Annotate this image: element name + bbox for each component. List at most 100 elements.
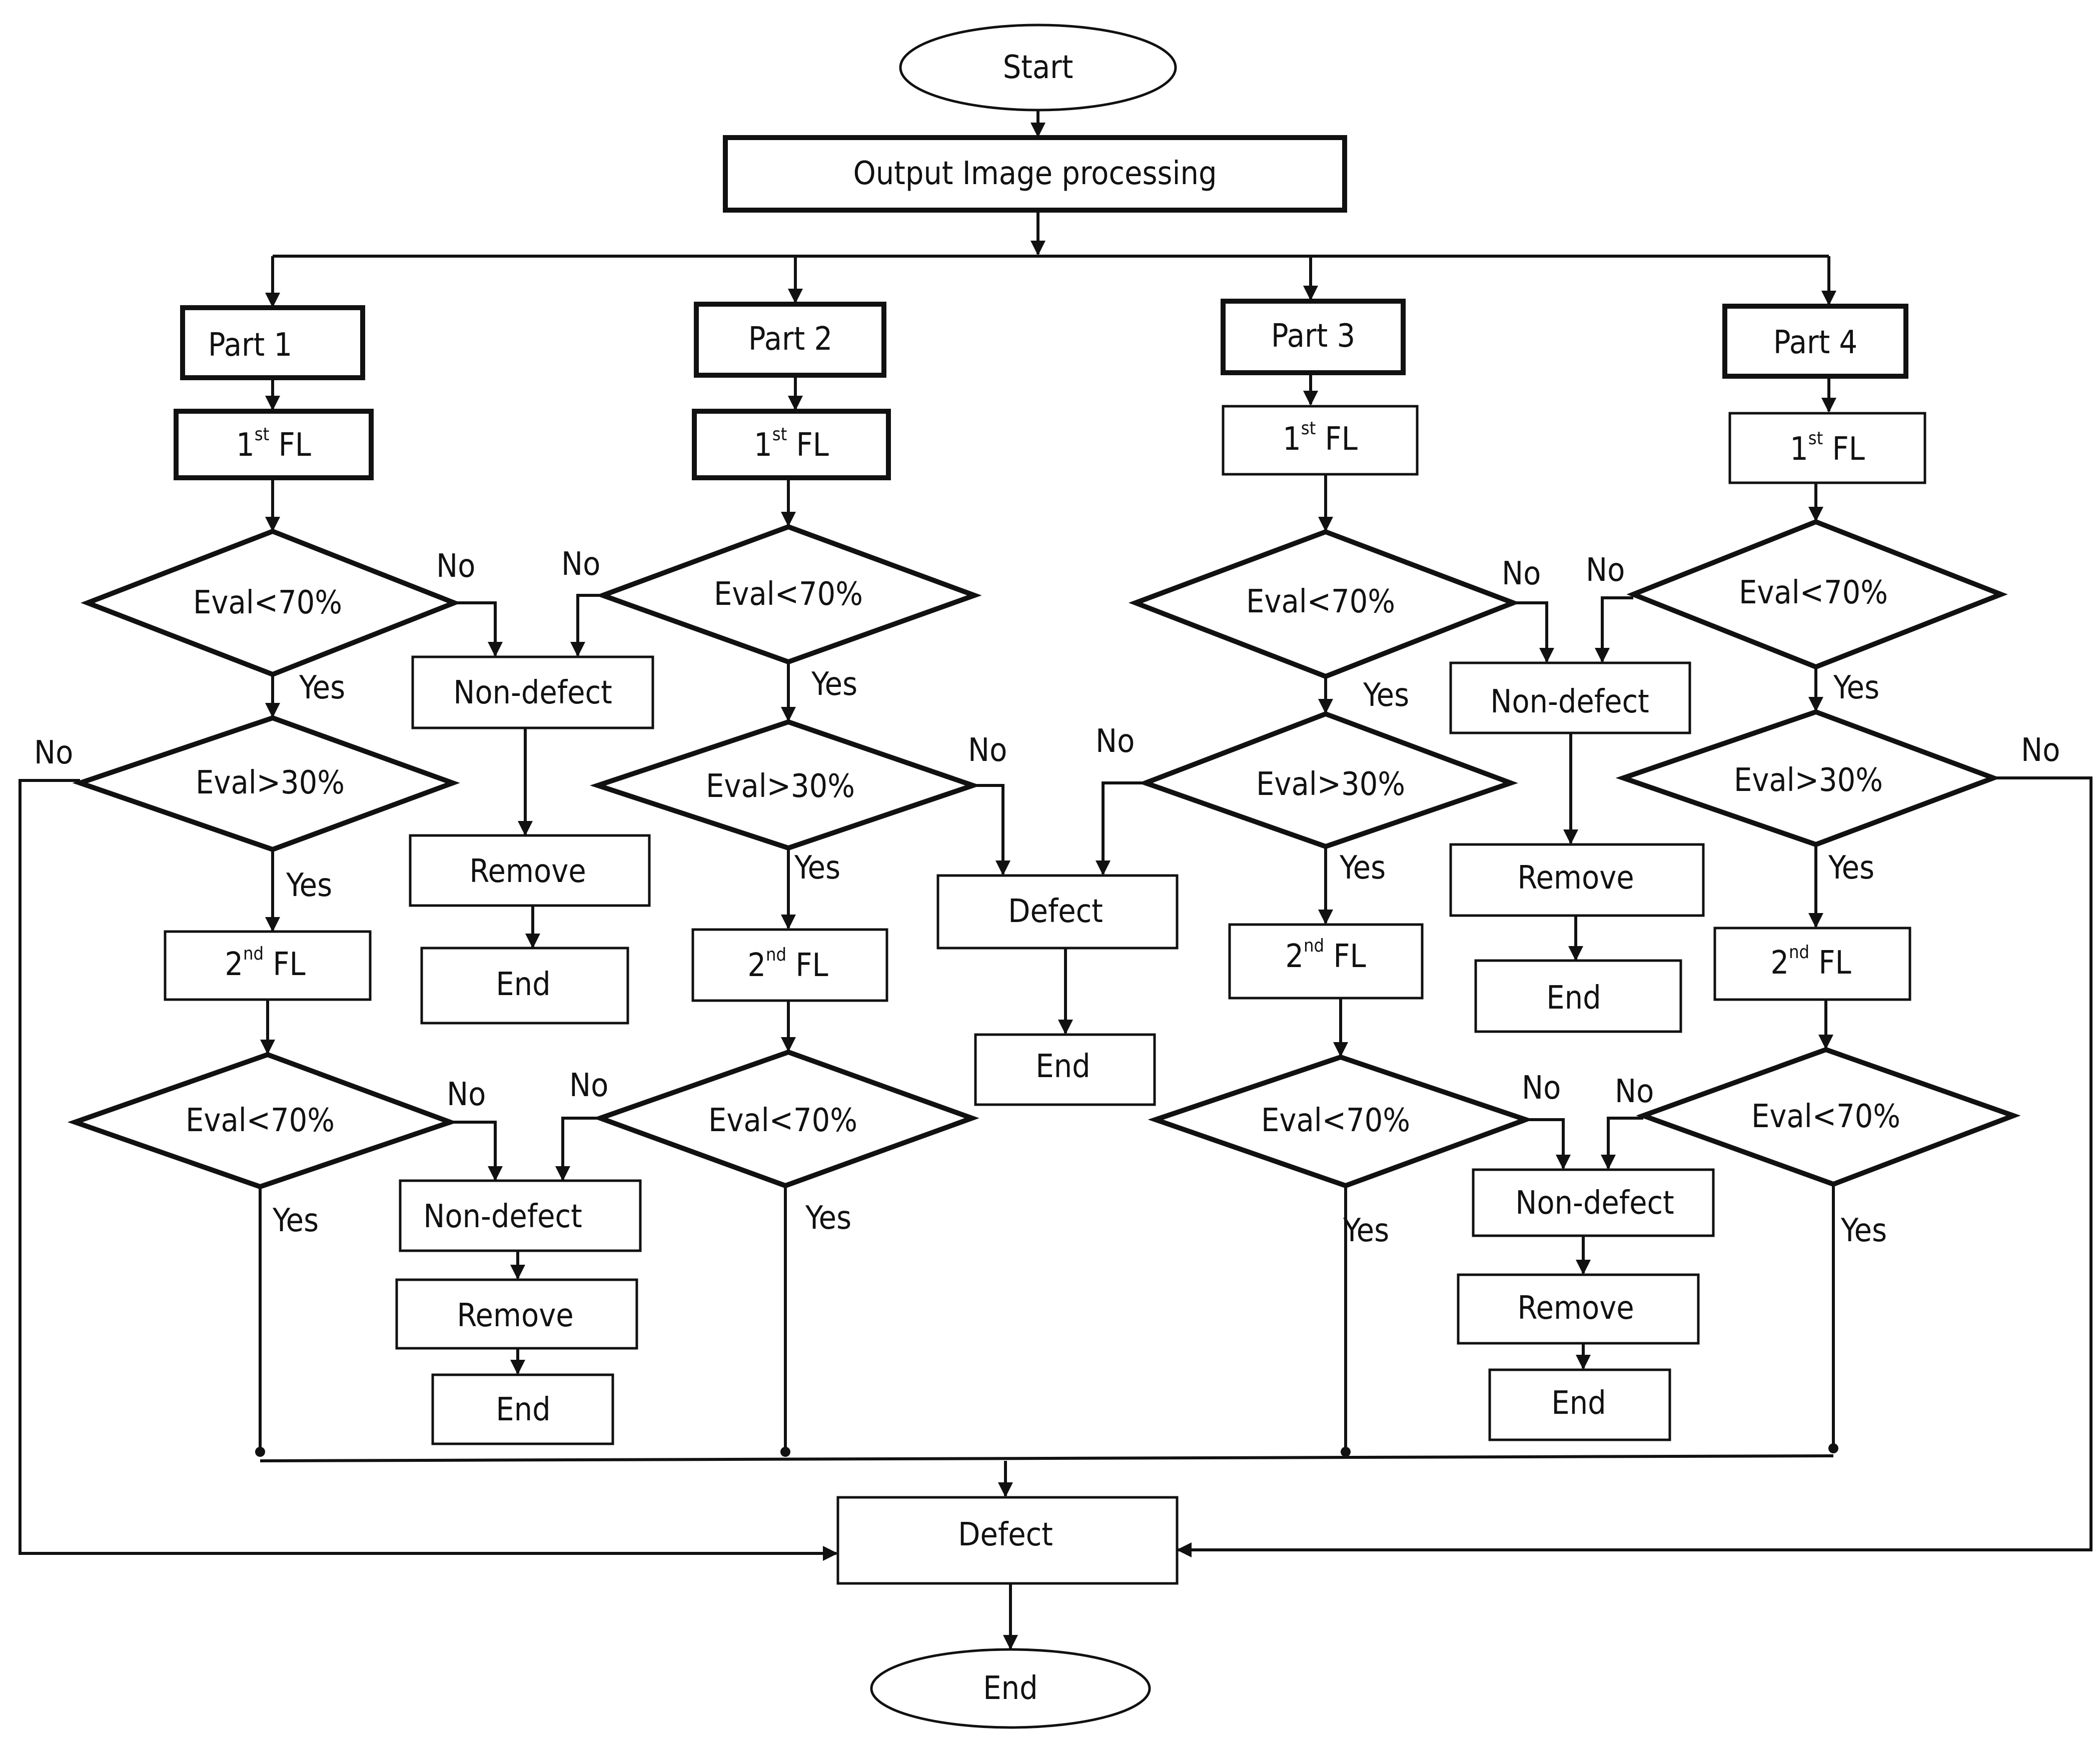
second-fl-box-3: 2nd FL: [1228, 923, 1424, 1000]
eval-lt-70-label: Eval<70%: [193, 584, 342, 621]
yes-label: Yes: [1828, 849, 1874, 887]
yes-label: Yes: [1343, 1212, 1389, 1249]
start-terminal: Start: [899, 24, 1177, 112]
second-fl-label: 2nd FL: [1770, 942, 1851, 982]
second-fl-label: 2nd FL: [225, 944, 305, 984]
no-label: No: [1615, 1073, 1654, 1110]
no-label: No: [968, 732, 1007, 769]
end-box-upper-2: End: [1474, 959, 1682, 1033]
yes-label: Yes: [1840, 1212, 1887, 1249]
no-label: No: [2021, 732, 2060, 769]
yes-label: Yes: [794, 849, 840, 887]
end-label: End: [1546, 980, 1601, 1017]
non-defect-label: Non-defect: [453, 674, 612, 711]
no-label: No: [436, 548, 475, 585]
no-label: No: [34, 734, 73, 771]
eval-lt-70-diamond-8: Eval<70%: [1636, 1047, 2021, 1187]
non-defect-label: Non-defect: [1515, 1185, 1674, 1222]
no-label: No: [447, 1076, 486, 1113]
non-defect-label: Non-defect: [1490, 683, 1649, 720]
yes-label: Yes: [272, 1202, 319, 1239]
yes-label: Yes: [286, 867, 332, 904]
second-fl-label: 2nd FL: [1285, 936, 1366, 976]
eval-lt-70-diamond-6: Eval<70%: [593, 1049, 979, 1189]
yes-label: Yes: [1339, 849, 1386, 887]
eval-gt-30-diamond-3: Eval>30%: [1138, 711, 1518, 849]
defect-box-middle: Defect: [936, 874, 1179, 950]
remove-label: Remove: [1517, 859, 1634, 897]
non-defect-label: Non-defect: [423, 1198, 582, 1235]
defect-label: Defect: [958, 1516, 1053, 1553]
eval-lt-70-diamond-7: Eval<70%: [1148, 1054, 1534, 1189]
non-defect-box-upper-1: Non-defect: [411, 655, 654, 729]
second-fl-label: 2nd FL: [747, 945, 828, 985]
first-fl-box-3: 1st FL: [1222, 405, 1419, 476]
non-defect-box-lower-1: Non-defect: [399, 1179, 642, 1252]
eval-gt-30-label: Eval>30%: [1734, 762, 1883, 799]
end-label: End: [1035, 1048, 1090, 1085]
eval-gt-30-label: Eval>30%: [1256, 766, 1405, 803]
no-label: No: [561, 546, 600, 583]
remove-box-lower-1: Remove: [395, 1278, 638, 1350]
first-fl-box-4: 1st FL: [1728, 412, 1926, 484]
no-label: No: [1096, 723, 1135, 760]
first-fl-label: 1st FL: [1790, 428, 1865, 468]
eval-gt-30-label: Eval>30%: [706, 768, 855, 805]
remove-label: Remove: [1517, 1290, 1634, 1327]
eval-gt-30-diamond-4: Eval>30%: [1615, 709, 2001, 847]
defect-label: Defect: [1008, 893, 1103, 930]
defect-box-final: Defect: [836, 1496, 1179, 1585]
remove-box-upper-2: Remove: [1449, 843, 1705, 917]
eval-lt-70-label: Eval<70%: [1751, 1098, 1900, 1135]
second-fl-box-4: 2nd FL: [1713, 927, 1911, 1001]
end-box-upper-1: End: [420, 947, 629, 1025]
eval-lt-70-diamond-5: Eval<70%: [67, 1052, 458, 1190]
second-fl-box-1: 2nd FL: [164, 930, 372, 1001]
part-3-box: Part 3: [1221, 299, 1406, 375]
eval-lt-70-label: Eval<70%: [1261, 1102, 1410, 1139]
yes-label: Yes: [805, 1200, 851, 1237]
eval-gt-30-label: Eval>30%: [196, 764, 345, 801]
eval-lt-70-diamond-1: Eval<70%: [81, 528, 461, 677]
eval-lt-70-label: Eval<70%: [186, 1102, 335, 1139]
end-terminal: End: [870, 1648, 1151, 1729]
end-box-middle: End: [974, 1033, 1156, 1106]
start-label: Start: [1003, 49, 1074, 86]
part-4-box: Part 4: [1722, 304, 1908, 379]
yes-label: Yes: [811, 666, 857, 703]
end-label: End: [983, 1670, 1037, 1707]
no-label: No: [1502, 555, 1541, 592]
second-fl-box-2: 2nd FL: [691, 928, 888, 1002]
part-1-label: Part 1: [208, 327, 292, 364]
no-label: No: [569, 1067, 608, 1104]
remove-label: Remove: [457, 1297, 573, 1334]
eval-lt-70-diamond-4: Eval<70%: [1626, 519, 2008, 670]
first-fl-box-1: 1st FL: [174, 409, 374, 480]
eval-lt-70-label: Eval<70%: [708, 1102, 857, 1139]
eval-lt-70-label: Eval<70%: [714, 576, 863, 613]
eval-gt-30-diamond-1: Eval>30%: [72, 715, 460, 852]
first-fl-label: 1st FL: [236, 424, 311, 464]
eval-lt-70-diamond-2: Eval<70%: [595, 524, 982, 665]
eval-gt-30-diamond-2: Eval>30%: [590, 719, 981, 851]
part-2-box: Part 2: [694, 302, 886, 378]
remove-box-lower-2: Remove: [1457, 1273, 1700, 1345]
part-1-box: Part 1: [180, 305, 365, 380]
remove-label: Remove: [469, 853, 586, 890]
part-3-label: Part 3: [1271, 318, 1355, 355]
eval-lt-70-label: Eval<70%: [1739, 574, 1888, 611]
no-label: No: [1522, 1070, 1561, 1107]
part-2-label: Part 2: [748, 321, 832, 358]
no-label: No: [1586, 552, 1625, 589]
end-label: End: [1551, 1385, 1606, 1422]
end-box-lower-1: End: [431, 1373, 614, 1445]
part-4-label: Part 4: [1773, 324, 1857, 361]
non-defect-box-lower-2: Non-defect: [1472, 1168, 1715, 1237]
end-label: End: [496, 1391, 550, 1428]
remove-box-upper-1: Remove: [409, 834, 651, 907]
first-fl-label: 1st FL: [754, 424, 829, 464]
yes-label: Yes: [1833, 669, 1879, 706]
first-fl-box-2: 1st FL: [692, 409, 891, 480]
end-box-lower-2: End: [1488, 1368, 1671, 1441]
